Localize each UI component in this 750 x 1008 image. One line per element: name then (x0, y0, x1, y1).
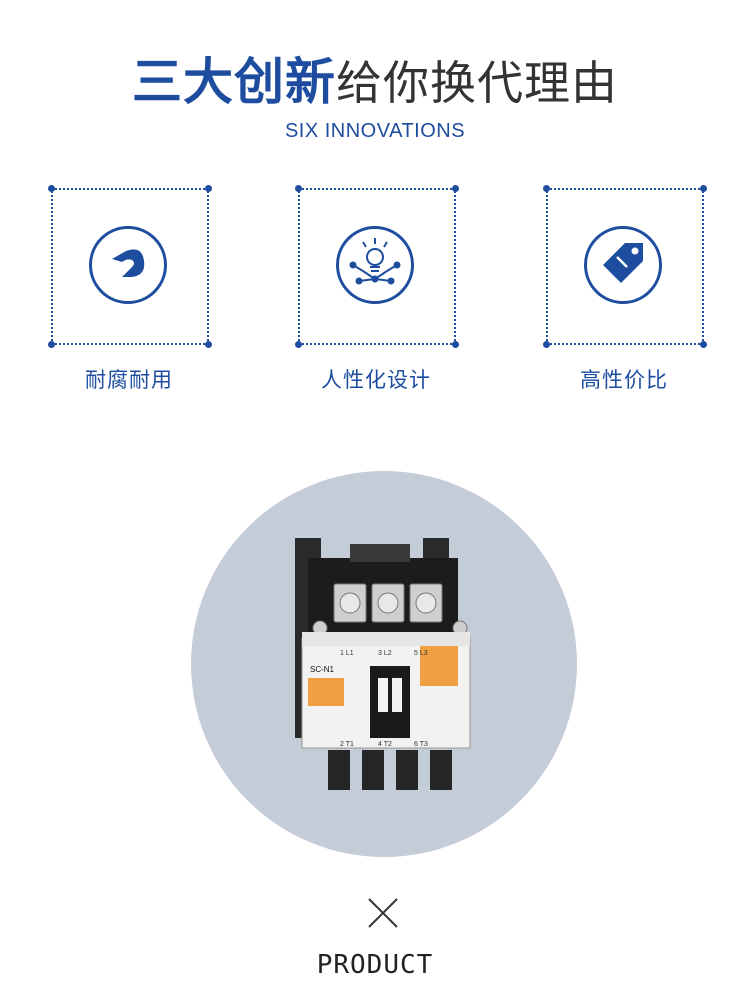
price-tag-icon (584, 226, 662, 304)
page-title: 三大创新给你换代理由 (0, 52, 750, 124)
lightbulb-network-icon (336, 226, 414, 304)
terminal-label: 5 L3 (414, 650, 428, 657)
close-icon (368, 898, 398, 928)
page-subtitle: SIX INNOVATIONS (284, 120, 466, 142)
contactor-image: SC-N1 1 L1 3 L2 5 L3 2 T1 4 T2 6 T3 (295, 538, 471, 790)
arrow-hook-icon (89, 226, 167, 304)
feature-label: 耐腐耐用 (85, 368, 173, 392)
model-label: SC-N1 (310, 665, 335, 674)
feature-frame (295, 185, 459, 348)
terminal-label: 3 L2 (378, 650, 392, 657)
feature-durability: 耐腐耐用 (48, 185, 212, 392)
feature-value: 高性价比 (543, 185, 707, 392)
title-highlight: 三大创新 (132, 53, 336, 111)
terminal-label: 4 T2 (378, 741, 392, 748)
feature-frame (543, 185, 707, 348)
feature-label: 高性价比 (580, 368, 668, 392)
terminal-label: 2 T1 (340, 741, 354, 748)
terminal-label: 6 T3 (414, 741, 428, 748)
feature-label: 人性化设计 (321, 368, 431, 392)
product-label: PRODUCT (316, 950, 434, 980)
terminal-label: 1 L1 (340, 650, 354, 657)
feature-user-friendly: 人性化设计 (295, 185, 459, 392)
title-rest: 给你换代理由 (336, 56, 618, 110)
feature-frame (48, 185, 212, 348)
